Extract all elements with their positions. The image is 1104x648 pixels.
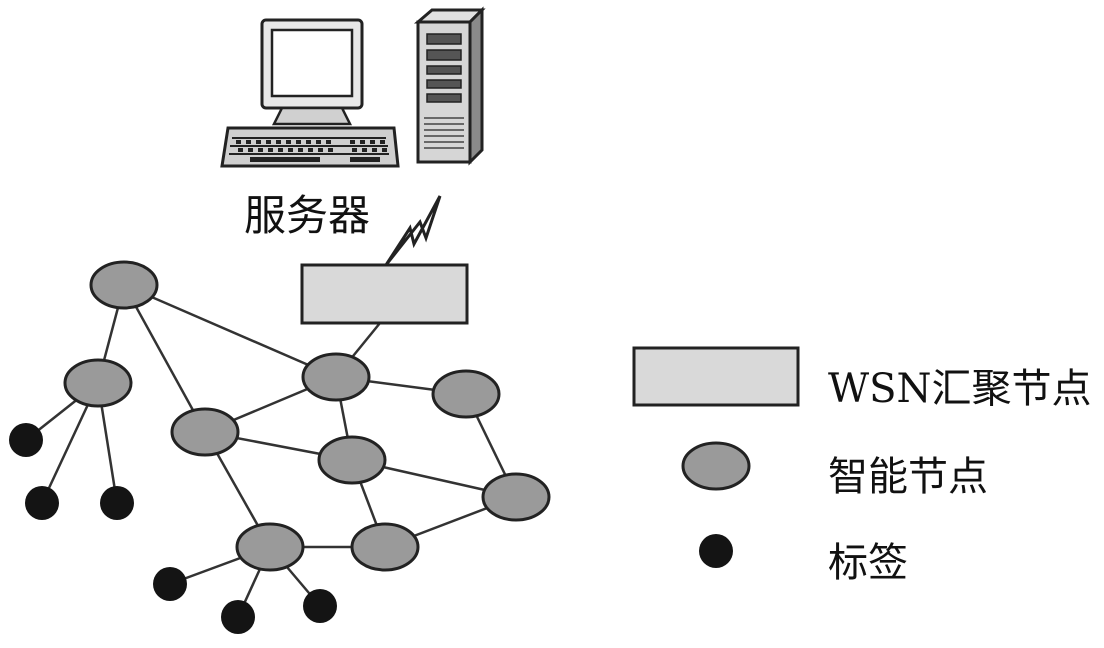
smart-node — [235, 522, 305, 572]
tag-dot — [153, 567, 187, 601]
wsn-sink-node — [300, 263, 469, 325]
smart-node — [63, 358, 133, 408]
tag-dot — [303, 589, 337, 623]
legend-tag-swatch — [699, 534, 733, 568]
wireless-link-icon — [384, 195, 442, 266]
legend-node-label: 智能节点 — [828, 454, 988, 500]
smart-node — [317, 435, 387, 485]
tag-dot — [25, 486, 59, 520]
smart-node — [481, 472, 551, 522]
smart-node — [350, 522, 420, 572]
smart-node — [89, 260, 159, 310]
server-label: 服务器 — [244, 191, 371, 240]
smart-nodes — [63, 260, 551, 572]
tag-dot — [100, 486, 134, 520]
legend-node-swatch — [681, 441, 751, 491]
tags — [9, 423, 337, 634]
tower-server-icon — [413, 6, 486, 166]
legend-tag-label: 标签 — [828, 540, 908, 586]
legend-sink-label: WSN汇聚节点 — [828, 366, 1092, 412]
desktop-computer-icon — [220, 18, 400, 168]
smart-node — [301, 352, 371, 402]
tag-dot — [9, 423, 43, 457]
smart-node — [431, 369, 501, 419]
legend-sink-swatch — [632, 346, 800, 407]
tag-dot — [221, 600, 255, 634]
smart-node — [170, 407, 240, 457]
